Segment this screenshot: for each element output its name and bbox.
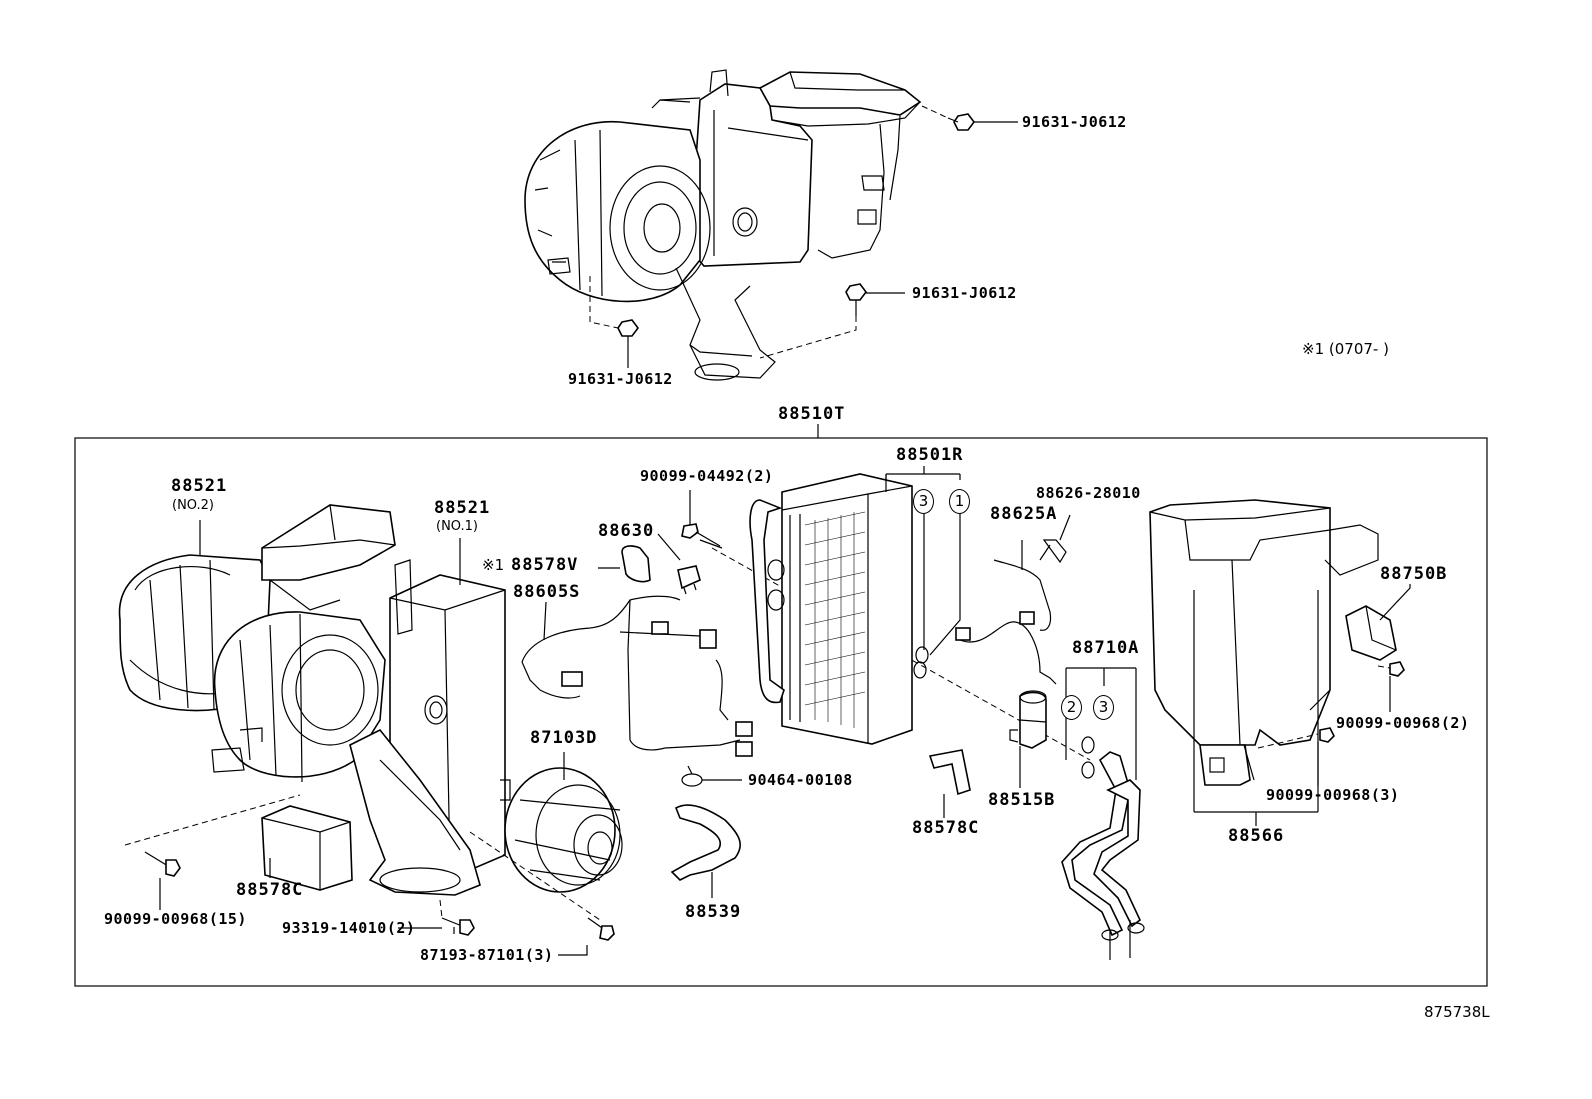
circle-marker: 2 [1061,695,1082,720]
part-number-label: 93319-14010(2) [282,919,416,937]
part-number-label: 88521 [434,498,491,518]
part-number-label: 88625A [990,504,1058,524]
part-sub-label: (NO.2) [172,498,214,513]
hose-88539-drawing [670,804,741,881]
circle-marker: 3 [913,489,934,514]
part-number-label: 88605S [513,582,581,602]
part-number-label: 88578C [236,880,304,900]
part-number-label: 88578V [511,555,579,575]
assembled-heater-unit-drawing [524,69,922,381]
part-number-label: 88521 [171,476,228,496]
circle-marker: 1 [949,489,970,514]
part-number-label: 88566 [1228,826,1285,846]
part-number-label: 88501R [896,445,964,465]
part-number-label: 91631-J0612 [912,284,1017,302]
part-number-label: 88539 [685,902,742,922]
bolt-left-bottom-drawing [589,276,639,368]
part-number-label: 88750B [1380,564,1448,584]
part-number-label: 90099-00968(3) [1266,786,1400,804]
bolt-top-right-drawing [921,105,1018,131]
circle-marker: 3 [1093,695,1114,720]
part-number-label: 87193-87101(3) [420,946,554,964]
part-number-label: 90099-00968(2) [1336,714,1470,732]
case-88566-drawing [1149,499,1379,826]
part-number-label: 91631-J0612 [568,370,673,388]
wire-harness-drawing [521,595,753,757]
diagram-id: 875738L [1424,1003,1490,1021]
exploded-view-frame [74,437,1488,987]
leader-88630 [657,533,681,561]
seal-88578c-left-drawing [261,805,353,891]
part-number-label: 90099-00968(15) [104,910,247,928]
part-number-label: 88630 [598,521,655,541]
lower-bracket-drawing [349,728,481,896]
blower-motor-drawing [504,767,623,893]
bolt-right-mid-drawing [759,283,905,359]
seal-88578v-drawing [621,545,651,583]
screw-resistor-drawing [1377,661,1405,712]
clip-88630-drawing [677,565,701,595]
part-number-label: 88626-28010 [1036,484,1141,502]
clamp-90464-drawing [681,765,742,787]
blower-scroll-drawing [211,611,386,783]
valve-88515b-drawing [1009,690,1047,788]
footnote-marker: ※1 [482,556,505,574]
date-footnote: ※1 (0707- ) [1302,340,1389,358]
part-number-label: 88578C [912,818,980,838]
screw-top-drawing [681,490,723,549]
part-number-label: 88710A [1072,638,1140,658]
thermistor-drawing [955,514,1071,685]
screw-87193-drawing [469,831,615,956]
evaporator-drawing [749,473,961,745]
pipe-88710a-drawing [1061,667,1145,960]
assembly-label: 88510T [778,404,846,424]
part-number-label: 87103D [530,728,598,748]
part-number-label: 90099-04492(2) [640,467,774,485]
resistor-88750b-drawing [1345,584,1411,661]
seal-88578c-mid-drawing [928,749,971,818]
part-number-label: 88515B [988,790,1056,810]
screw-3-drawing [1257,727,1335,786]
leader-88605s [543,601,547,641]
part-number-label: 91631-J0612 [1022,113,1127,131]
screw-15-drawing [124,794,301,900]
part-sub-label: (NO.1) [436,519,478,534]
screw-93319-drawing [439,899,475,936]
part-number-label: 90464-00108 [748,771,853,789]
